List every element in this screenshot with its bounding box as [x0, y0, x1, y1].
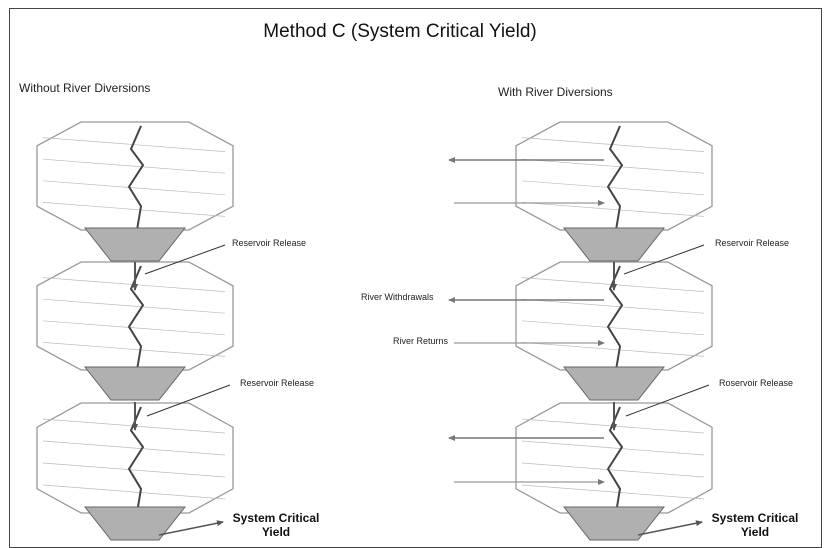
basin-1	[83, 227, 187, 262]
release-leader-line	[623, 244, 705, 275]
contour-line	[42, 484, 226, 500]
stream-zigzag	[606, 125, 624, 231]
release-leader-line	[146, 384, 231, 417]
left-release-label-1: Reservoir Release	[232, 238, 307, 248]
yield-arrow	[158, 520, 224, 536]
contour-line	[521, 298, 705, 314]
left-panel-label: Without River Diversions	[19, 81, 151, 95]
contour-line	[42, 342, 226, 357]
right-system-critical-yield-label: System Critical Yield	[705, 511, 805, 539]
right-yield-line-1: System Critical	[711, 511, 799, 525]
contour-line	[42, 440, 226, 456]
contour-line	[521, 202, 705, 217]
left-yield-line-1: System Critical	[232, 511, 320, 525]
left-reservoir-chain	[36, 121, 234, 541]
contour-line	[42, 462, 226, 478]
right-panel-label: With River Diversions	[498, 85, 613, 99]
contour-line	[42, 320, 226, 336]
reservoir-1	[36, 121, 234, 231]
basin-3	[83, 506, 187, 541]
contour-line	[42, 180, 226, 196]
yield-arrow	[637, 520, 703, 536]
contour-line	[521, 320, 705, 336]
contour-line	[521, 484, 705, 500]
contour-line	[521, 180, 705, 196]
left-release-label-2: Reservoir Release	[240, 378, 315, 388]
contour-line	[521, 462, 705, 478]
basin-2	[83, 366, 187, 401]
contour-line	[521, 440, 705, 456]
basin-3	[562, 506, 666, 541]
right-release-label-1: Reservoir Release	[715, 238, 790, 248]
river-withdrawals-label: River Withdrawals	[361, 292, 434, 302]
stream-zigzag	[127, 125, 145, 231]
right-yield-line-2: Yield	[740, 525, 770, 539]
contour-line	[42, 298, 226, 314]
contour-line	[42, 158, 226, 174]
release-leader-line	[144, 244, 226, 275]
contour-line	[42, 202, 226, 217]
reservoir-1	[515, 121, 713, 231]
right-release-label-2: Roservoir Release	[719, 378, 794, 388]
reservoir-2	[36, 261, 234, 371]
release-leader-line	[625, 384, 710, 417]
basin-2	[562, 366, 666, 401]
left-yield-line-2: Yield	[261, 525, 291, 539]
basin-1	[562, 227, 666, 262]
right-reservoir-chain	[448, 121, 713, 541]
river-returns-label: River Returns	[393, 336, 449, 346]
contour-line	[521, 158, 705, 174]
contour-line	[521, 342, 705, 357]
left-system-critical-yield-label: System Critical Yield	[226, 511, 326, 539]
page-title: Method C (System Critical Yield)	[263, 21, 537, 42]
